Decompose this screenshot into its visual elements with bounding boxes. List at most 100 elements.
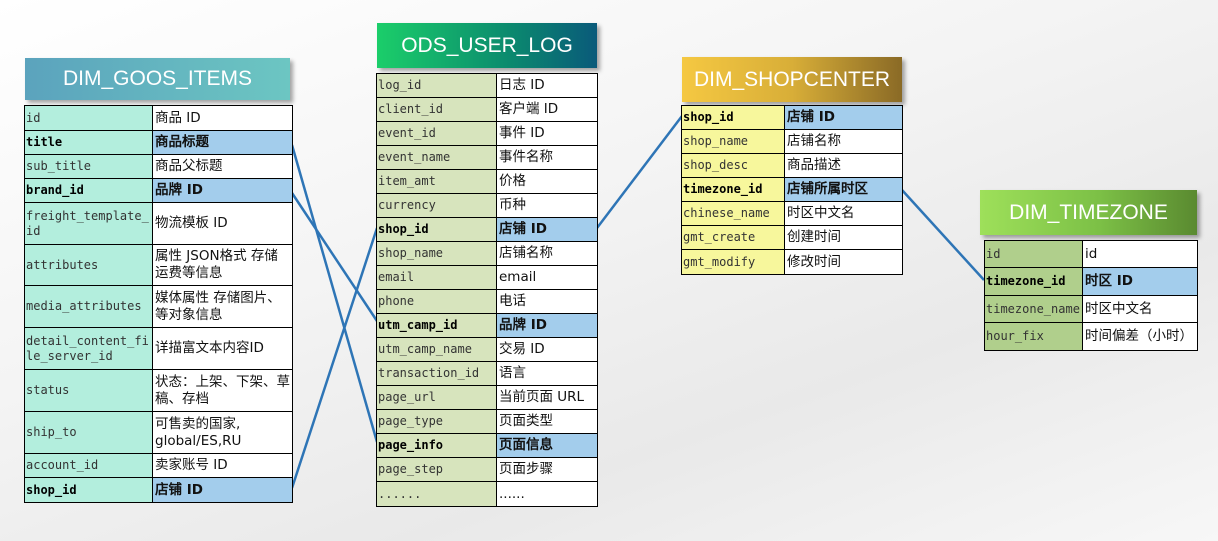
field-description: id [1083,241,1197,267]
field-description: 时区中文名 [785,202,902,225]
field-description: 媒体属性 存储图片、等对象信息 [153,286,292,327]
field-description: 商品描述 [785,154,902,177]
field-description: 创建时间 [785,226,902,249]
field-description: 客户端 ID [497,98,597,121]
field-name: attributes [25,245,153,285]
field-description: 属性 JSON格式 存储 运费等信息 [153,245,292,285]
field-description: 店铺 ID [497,218,597,241]
field-name: gmt_modify [682,250,785,274]
link-shopcenter-timezone-to-timezone [901,189,985,281]
field-description: 店铺 ID [785,106,902,129]
field-name: timezone_name [985,296,1083,322]
field-name: currency [377,194,497,217]
field-name: utm_camp_name [377,338,497,361]
field-name: client_id [377,98,497,121]
field-description: 店铺名称 [497,242,597,265]
field-name: transaction_id [377,362,497,385]
link-goos-title-to-ods-page-info [290,144,379,443]
field-name: media_attributes [25,286,153,327]
field-description: 商品父标题 [153,155,292,178]
table-title: ODS_USER_LOG [377,23,597,68]
field-description: 店铺名称 [785,130,902,153]
field-name: shop_id [25,478,153,502]
field-description: 店铺 ID [153,478,292,502]
field-name: freight_template_id [25,203,153,244]
field-description: 商品 ID [153,106,292,130]
link-goos-shop-to-ods-shop [290,227,379,489]
field-name: ...... [377,482,497,506]
field-description: 币种 [497,194,597,217]
field-name: page_url [377,386,497,409]
field-description: 品牌 ID [497,314,597,337]
field-description: 页面信息 [497,434,597,457]
field-name: page_info [377,434,497,457]
field-description: 时区 ID [1083,268,1197,295]
field-description: 卖家账号 ID [153,454,292,477]
field-name: utm_camp_id [377,314,497,337]
field-description: ...... [497,482,597,506]
field-name: item_amt [377,170,497,193]
field-name: shop_id [682,106,785,129]
field-description: 状态：上架、下架、草稿、存档 [153,370,292,411]
field-description: 当前页面 URL [497,386,597,409]
field-description: 语言 [497,362,597,385]
link-ods-shop-to-shopcenter-shop [596,115,683,229]
table-row: ............ [377,482,597,506]
field-name: hour_fix [985,323,1083,350]
field-description: 时间偏差（小时） [1083,323,1197,350]
table-title: DIM_GOOS_ITEMS [25,58,290,100]
field-description: 店铺所属时区 [785,178,902,201]
field-description: 交易 ID [497,338,597,361]
field-description: 事件名称 [497,146,597,169]
field-name: brand_id [25,179,153,202]
field-description: 页面类型 [497,410,597,433]
field-name: id [985,241,1083,267]
field-name: ship_to [25,412,153,453]
field-description: 日志 ID [497,74,597,97]
field-name: gmt_create [682,226,785,249]
field-name: log_id [377,74,497,97]
field-name: title [25,131,153,154]
field-name: shop_name [682,130,785,153]
field-description: 电话 [497,290,597,313]
field-description: 品牌 ID [153,179,292,202]
field-description: 可售卖的国家, global/ES,RU [153,412,292,453]
field-name: page_step [377,458,497,481]
